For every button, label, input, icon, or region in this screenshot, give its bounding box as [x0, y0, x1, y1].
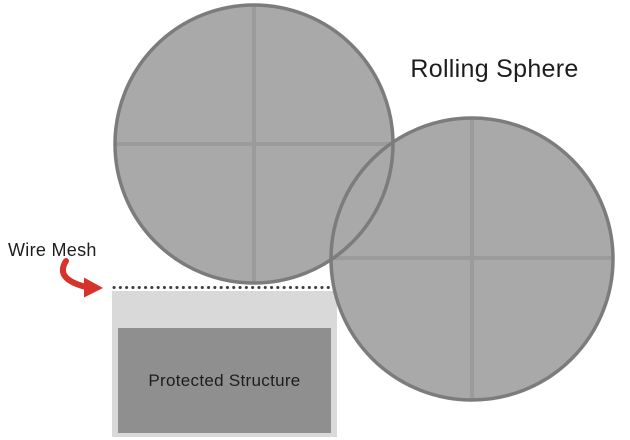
wire-mesh-arrow-head — [84, 277, 103, 298]
wire-mesh-label: Wire Mesh — [8, 240, 97, 260]
sphere-2-crosshair — [331, 118, 613, 400]
rolling-sphere-label: Rolling Sphere — [410, 55, 579, 83]
sphere-1-crosshair — [115, 5, 393, 283]
structure-inner-block — [118, 328, 331, 433]
wire-mesh-arrow-icon — [59, 258, 103, 298]
protected-structure-label: Protected Structure — [148, 370, 301, 390]
sphere-2-outline — [329, 116, 615, 402]
wire-mesh-arrow-tail — [59, 258, 89, 290]
